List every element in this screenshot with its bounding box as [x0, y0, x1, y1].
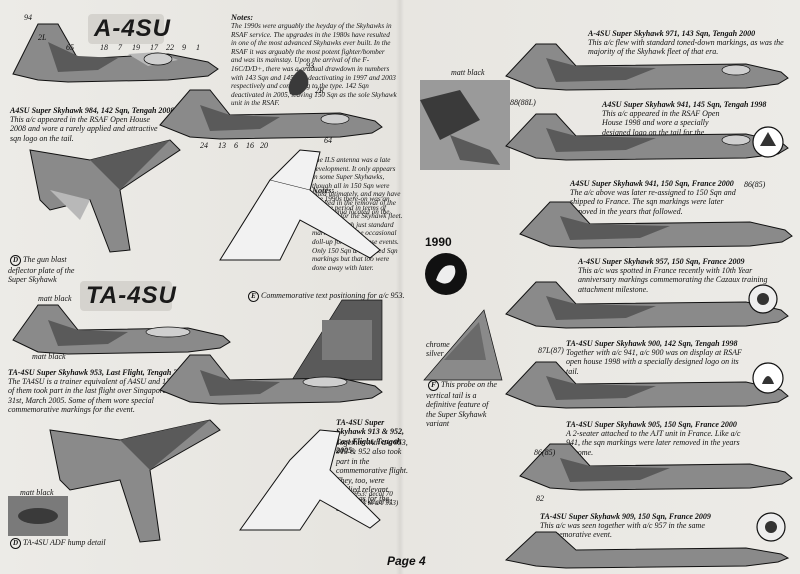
adf-text: TA-4SU ADF hump detail — [23, 538, 106, 547]
a957-side-view — [505, 281, 789, 329]
callout-num: 13 — [218, 141, 226, 150]
callout-f-badge: F — [428, 380, 439, 391]
callout-num: 7 — [118, 43, 123, 52]
callout-num: 24 — [200, 141, 208, 150]
year-badge: 1990 — [425, 235, 452, 249]
ta909-title: TA-4SU Super Skyhawk 909, 150 Sqn, Franc… — [540, 512, 711, 521]
ta953-title: TA-4SU Super Skyhawk 953, Last Flight, T… — [8, 368, 190, 377]
a4su-side-view-2: 2R 64 — [159, 86, 383, 145]
label-matt-black-4: matt black — [20, 488, 54, 497]
serial-86-2: 86(85) — [534, 448, 556, 457]
ta4su-bottom-view — [239, 429, 381, 531]
label-matt-black-3: matt black — [32, 352, 66, 361]
notes2-heading: Notes: — [312, 186, 335, 195]
callout-numbers-top: 18 7 19 17 22 9 1 — [100, 43, 200, 52]
a4su-top-view — [29, 139, 181, 253]
a971-title: A-4SU Super Skyhawk 971, 143 Sqn, Tengah… — [588, 29, 756, 38]
callout-d2-badge: D — [10, 538, 21, 549]
callout-num: 18 — [100, 43, 108, 52]
probe-text: This probe on the vertical tail is a def… — [426, 380, 497, 429]
serial-87: 87L(87) — [538, 346, 564, 355]
ta900-title: TA-4SU Super Skyhawk 900, 142 Sqn, Tenga… — [566, 339, 738, 348]
callout-num: 20 — [260, 141, 268, 150]
num-65: 65 — [66, 43, 74, 52]
ta909-side-view — [504, 531, 790, 569]
a984-title: A4SU Super Skyhawk 984, 142 Sqn, Tengah … — [10, 106, 175, 115]
sqn-logo-909 — [756, 512, 786, 542]
a957-title: A-4SU Super Skyhawk 957, 150 Sqn, France… — [578, 257, 745, 266]
notes-heading: Notes: — [231, 13, 254, 22]
ta913-title: TA-4SU Super Skyhawk 913 & 952, Last Fli… — [336, 418, 405, 456]
a971-side-view — [505, 43, 789, 91]
a941-1998-side-view — [505, 113, 789, 161]
num-2l: 2L — [38, 33, 47, 42]
a4su-title: A-4SU — [94, 15, 172, 42]
callout-num: 9 — [182, 43, 186, 52]
gun-blast-caption: D The gun blast deflector plate of the S… — [8, 255, 78, 285]
commemorative-tail-detail — [291, 299, 383, 381]
a4su-side-view-top: 94 2L 65 — [12, 13, 219, 83]
a4su-bottom-view — [219, 149, 381, 261]
label-chrome-silver: chrome silver — [426, 340, 450, 359]
adf-caption: D TA-4SU ADF hump detail — [8, 538, 106, 549]
ta4su-side-view-1 — [12, 304, 231, 355]
serial-88: 88(88L) — [510, 98, 536, 107]
a4su-title-box — [88, 14, 164, 44]
probe-tail-detail — [423, 309, 503, 381]
callout-numbers-bottom: 24 13 6 16 20 — [200, 141, 268, 150]
ta909-text: This a/c was seen together with a/c 957 … — [540, 521, 705, 540]
ta900-text: Together with a/c 941, a/c 900 was on di… — [566, 348, 742, 376]
num-2r: 2R — [315, 86, 324, 95]
callout-num: 17 — [150, 43, 159, 52]
callout-num: 6 — [234, 141, 238, 150]
num-94: 94 — [24, 13, 32, 22]
adf-hump-detail — [8, 496, 68, 536]
callout-num: 1 — [196, 43, 200, 52]
ta4su-title-box — [80, 281, 172, 311]
ta953-text: The TA4SU is a trainer equivalent of A4S… — [8, 377, 177, 415]
a941-2000-side-view — [519, 201, 793, 249]
a957-text: This a/c was spotted in France recently … — [578, 266, 768, 294]
sqn-logo-142 — [752, 362, 784, 394]
ta4su-top-view — [49, 419, 221, 543]
a984-text: This a/c appeared in the RSAF Open House… — [10, 115, 158, 143]
ta905-text: A 2-seater attached to the AJT unit in F… — [566, 429, 741, 457]
ta900-side-view — [505, 361, 789, 409]
label-matt-black-1: matt black — [451, 68, 485, 77]
a941-2000-text: The a/c above was later re-assigned to 1… — [570, 188, 736, 216]
tail-eagle-insignia: 93 — [288, 61, 314, 96]
page-number: Page 4 — [387, 554, 426, 568]
num-93: 93 — [306, 61, 314, 70]
ta905-title: TA-4SU Super Skyhawk 905, 150 Sqn, Franc… — [566, 420, 737, 429]
callout-num: 22 — [166, 43, 174, 52]
label-matt-black-2: matt black — [38, 294, 72, 303]
tail-detail-matt-black — [420, 80, 510, 170]
singapore-lion-badge — [425, 253, 467, 295]
commemorative-caption: E Commemorative text positioning for a/c… — [246, 291, 405, 302]
callout-num: 19 — [132, 43, 140, 52]
serial-82: 82 — [536, 494, 544, 503]
a941-2000-title: A4SU Super Skyhawk 941, 150 Sqn, France … — [570, 179, 734, 188]
decal-953: a/c 953: decal 70 (similar to a/c 953) — [344, 490, 399, 508]
a971-text: This a/c flew with standard toned-down m… — [588, 38, 784, 57]
a941-1998-title: A4SU Super Skyhawk 941, 145 Sqn, Tengah … — [602, 100, 767, 109]
serial-86-1: 86(85) — [744, 180, 766, 189]
ta905-side-view — [519, 443, 793, 491]
sqn-logo-150 — [748, 284, 778, 314]
commemorative-text: Commemorative text positioning for a/c 9… — [261, 291, 405, 300]
ta4su-title: TA-4SU — [86, 282, 177, 309]
gun-blast-text: The gun blast deflector plate of the Sup… — [8, 255, 75, 285]
num-64: 64 — [324, 136, 332, 145]
sqn-logo-145 — [752, 126, 784, 158]
callout-e-badge: E — [248, 291, 259, 302]
callout-num: 16 — [246, 141, 254, 150]
probe-caption: F This probe on the vertical tail is a d… — [426, 380, 500, 429]
ta4su-side-view-2 — [159, 354, 383, 405]
